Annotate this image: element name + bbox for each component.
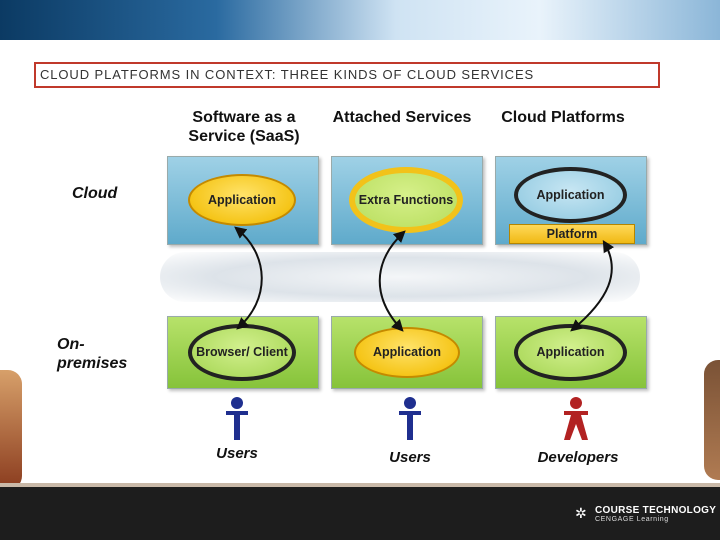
users-label: Users <box>389 449 431 466</box>
users-label: Users <box>216 445 258 462</box>
onprem-box-attached: Application <box>331 316 483 389</box>
cloud-application-oval: Application <box>188 174 296 226</box>
cloud-box-attached: Extra Functions <box>331 156 483 245</box>
row-label-cloud: Cloud <box>72 185 118 202</box>
attached-connector-arrow <box>378 230 406 332</box>
platform-application-oval: Application <box>514 167 627 223</box>
left-decoration <box>0 370 22 490</box>
developers-label: Developers <box>537 449 619 466</box>
logo-mark-icon: ✲ <box>575 505 587 521</box>
right-decoration <box>704 360 720 480</box>
cloud-box-platforms: Application Platform <box>495 156 647 245</box>
column-header-saas: Software as a Service (SaaS) <box>188 109 300 145</box>
extra-functions-oval: Extra Functions <box>349 167 463 233</box>
title-box: CLOUD PLATFORMS IN CONTEXT: THREE KINDS … <box>34 62 660 88</box>
footer-divider <box>0 483 720 487</box>
row-label-on-premises: On-premises <box>57 336 128 372</box>
footer-bar <box>0 487 720 540</box>
slide-title: CLOUD PLATFORMS IN CONTEXT: THREE KINDS … <box>40 67 535 82</box>
top-banner <box>0 0 720 40</box>
saas-connector-arrow <box>234 226 263 330</box>
onprem-application-oval-attached: Application <box>354 327 460 378</box>
column-header-attached-services: Attached Services <box>332 109 472 126</box>
developer-icon <box>564 397 588 440</box>
onprem-box-platforms: Application <box>495 316 647 389</box>
logo-text-course-technology: COURSE TECHNOLOGY <box>595 505 717 516</box>
user-icon <box>226 397 248 440</box>
logo-text-cengage: CENGAGE Learning <box>595 516 669 523</box>
column-header-cloud-platforms: Cloud Platforms <box>501 109 625 126</box>
platforms-connector-arrow <box>570 239 615 332</box>
user-icon <box>399 397 421 440</box>
